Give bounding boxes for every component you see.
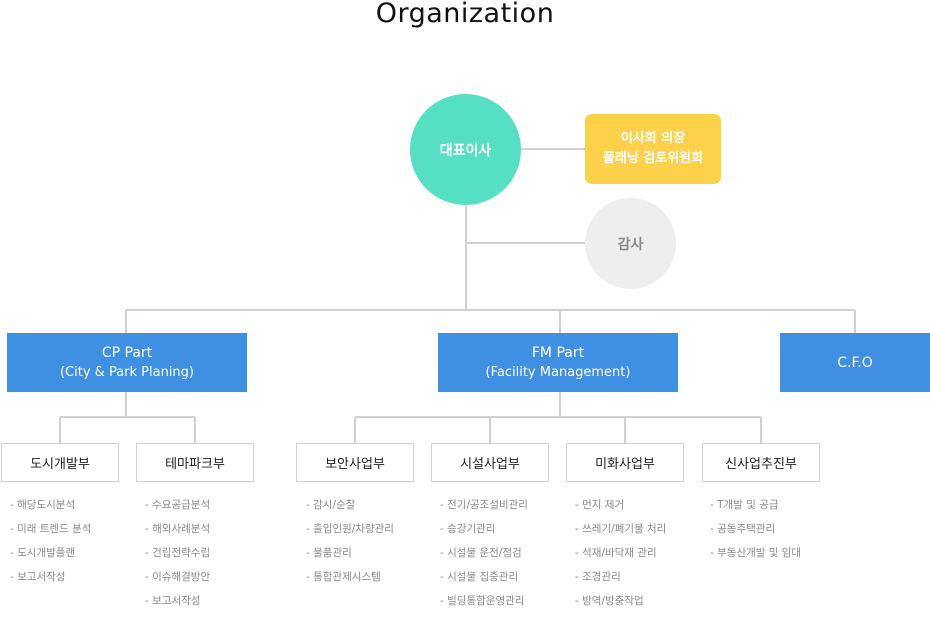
audit-label: 감사 [617, 236, 644, 253]
task-item: 도시개발플랜 [10, 545, 91, 569]
task-item: 출입인원/차량관리 [306, 521, 394, 545]
ceo-node: 대표이사 [410, 94, 521, 205]
task-list-cleaning: 먼지 제거 쓰레기/폐기물 처리 석재/바닥재 관리 조경관리 방역/방충작업 [575, 497, 666, 617]
task-item: 부동산개발 및 임대 [710, 545, 801, 569]
task-item: 보고서작성 [10, 569, 91, 593]
task-item: 빌딩통합운영관리 [440, 593, 528, 617]
board-label-line1: 이사회 의장 [620, 131, 686, 146]
cfo-name: C.F.O [837, 354, 873, 371]
cfo-box: C.F.O [780, 333, 930, 392]
dept-new-business: 신사업추진부 [702, 443, 820, 482]
task-item: 이슈해결방안 [145, 569, 210, 593]
task-item: 물품관리 [306, 545, 394, 569]
dept-label: 시설사업부 [460, 457, 520, 472]
dept-facility: 시설사업부 [431, 443, 549, 482]
dept-urban-development: 도시개발부 [1, 443, 119, 482]
task-list-theme-park: 수요공급분석 해외사례분석 건립전략수립 이슈해결방안 보고서작성 [145, 497, 210, 617]
task-item: 조경관리 [575, 569, 666, 593]
task-list-facility: 전기/공조설비관리 승강기관리 시설물 운전/점검 시설물 집중관리 빌딩통합운… [440, 497, 528, 617]
dept-label: 도시개발부 [30, 457, 90, 472]
dept-label: 미화사업부 [595, 457, 655, 472]
ceo-label: 대표이사 [439, 142, 492, 159]
board-label-line2: 플래닝 검토위원회 [602, 151, 704, 166]
dept-security: 보안사업부 [296, 443, 414, 482]
task-item: 시설물 운전/점검 [440, 545, 528, 569]
dept-theme-park: 테마파크부 [136, 443, 254, 482]
task-item: 석재/바닥재 관리 [575, 545, 666, 569]
task-item: 방역/방충작업 [575, 593, 666, 617]
task-item: 공동주택관리 [710, 521, 801, 545]
task-item: 해당도시분석 [10, 497, 91, 521]
audit-node: 감사 [585, 198, 676, 289]
task-item: 쓰레기/폐기물 처리 [575, 521, 666, 545]
cp-part-subtitle: (City & Park Planing) [59, 364, 194, 380]
dept-cleaning: 미화사업부 [566, 443, 684, 482]
task-item: 보고서작성 [145, 593, 210, 617]
task-item: 해외사례분석 [145, 521, 210, 545]
task-item: 통합관제시스템 [306, 569, 394, 593]
task-item: 감시/순찰 [306, 497, 394, 521]
task-item: 수요공급분석 [145, 497, 210, 521]
fm-part-box: FM Part (Facility Management) [438, 333, 678, 392]
task-item: 시설물 집중관리 [440, 569, 528, 593]
dept-label: 신사업추진부 [725, 457, 797, 472]
cp-part-box: CP Part (City & Park Planing) [7, 333, 247, 392]
board-node: 이사회 의장 플래닝 검토위원회 [585, 114, 721, 184]
task-item: T개발 및 공급 [710, 497, 801, 521]
task-list-security: 감시/순찰 출입인원/차량관리 물품관리 통합관제시스템 [306, 497, 394, 593]
task-item: 전기/공조설비관리 [440, 497, 528, 521]
fm-part-subtitle: (Facility Management) [485, 364, 631, 380]
task-item: 먼지 제거 [575, 497, 666, 521]
dept-label: 보안사업부 [325, 457, 385, 472]
cp-part-name: CP Part [101, 344, 153, 361]
task-item: 건립전략수립 [145, 545, 210, 569]
fm-part-name: FM Part [531, 344, 585, 361]
task-item: 승강기관리 [440, 521, 528, 545]
dept-label: 테마파크부 [165, 457, 225, 472]
task-list-new-business: T개발 및 공급 공동주택관리 부동산개발 및 임대 [710, 497, 801, 569]
task-list-urban-development: 해당도시분석 미래 트렌드 분석 도시개발플랜 보고서작성 [10, 497, 91, 593]
task-item: 미래 트렌드 분석 [10, 521, 91, 545]
page-title: Organization [375, 0, 555, 29]
